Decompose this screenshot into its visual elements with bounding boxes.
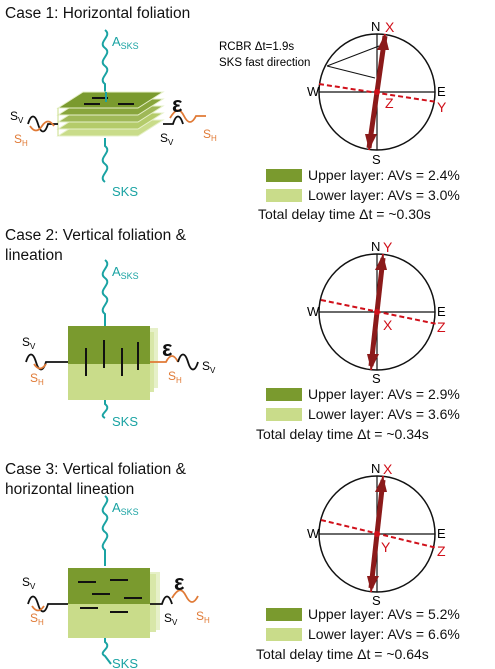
sh-wave-left xyxy=(31,605,45,612)
compass-w: W xyxy=(307,304,320,319)
sv-wave-right xyxy=(150,595,173,605)
sv-label-left: SV xyxy=(10,109,24,125)
lower-layer-text: Lower layer: AVs = 3.6% xyxy=(308,406,460,422)
sks-wave-top xyxy=(101,495,109,566)
lower-layer-swatch xyxy=(266,628,302,641)
sv-label-right: SV xyxy=(164,611,178,627)
sv-label-left: SV xyxy=(22,335,36,351)
case3-title-line2: horizontal lineation xyxy=(5,481,135,498)
case2-total-delay: Total delay time Δt = ~0.34s xyxy=(256,426,429,442)
sh-label-left: SH xyxy=(30,371,44,387)
compass-w: W xyxy=(307,526,320,541)
sv-wave-left xyxy=(27,595,68,613)
sv-wave-left xyxy=(27,115,58,133)
sks-top-label: ASKS xyxy=(112,264,139,281)
sv-label-right: SV xyxy=(202,359,216,375)
compass-s: S xyxy=(372,371,381,384)
case3-stereonet: N X W E Z Y S xyxy=(307,461,446,606)
case2-stereonet: N Y W E Z X S xyxy=(307,239,446,384)
legend-upper-layer: Upper layer: AVs = 5.2% xyxy=(266,606,460,623)
sks-wave-bottom xyxy=(101,638,112,665)
upper-layer-text: Upper layer: AVs = 2.4% xyxy=(308,167,460,183)
sv-wave-right xyxy=(163,115,184,125)
axis-side-label: Z xyxy=(437,543,446,559)
case3-total-delay: Total delay time Δt = ~0.64s xyxy=(256,646,429,662)
sks-bottom-label: SKS xyxy=(112,184,138,199)
upper-layer-text: Upper layer: AVs = 2.9% xyxy=(308,386,460,402)
sh-label-right: SH xyxy=(196,609,210,625)
legend-upper-layer: Upper layer: AVs = 2.4% xyxy=(266,167,460,184)
compass-s: S xyxy=(372,593,381,606)
sv-wave-left xyxy=(25,353,68,371)
sks-wave-top xyxy=(101,29,109,98)
compass-n: N xyxy=(371,19,380,34)
axis-center-label: Z xyxy=(385,95,394,111)
lower-layer-swatch xyxy=(266,189,302,202)
compass-e: E xyxy=(437,84,446,99)
sv-label-right: SV xyxy=(160,131,174,147)
sks-wave-bottom xyxy=(101,400,109,419)
sks-wave-top xyxy=(101,259,109,326)
sv-label-left: SV xyxy=(22,575,36,591)
upper-layer-text: Upper layer: AVs = 5.2% xyxy=(308,606,460,622)
case1-total-delay: Total delay time Δt = ~0.30s xyxy=(258,206,431,222)
sh-label-right: SH xyxy=(203,127,217,143)
legend-lower-layer: Lower layer: AVs = 3.0% xyxy=(266,187,460,204)
case3-legend: Upper layer: AVs = 5.2% Lower layer: AVs… xyxy=(266,606,460,643)
legend-upper-layer: Upper layer: AVs = 2.9% xyxy=(266,386,460,403)
sks-bottom-label: SKS xyxy=(112,656,138,669)
case3-title-line1: Case 3: Vertical foliation & xyxy=(5,461,186,478)
case1-stereonet: RCBR Δt=1.9s SKS fast direction N X W E … xyxy=(219,19,447,164)
case2-title-line1: Case 2: Vertical foliation & xyxy=(5,227,186,244)
lower-layer-text: Lower layer: AVs = 3.0% xyxy=(308,187,460,203)
sh-label-right: SH xyxy=(168,369,182,385)
case2-title-line2: lineation xyxy=(5,247,63,264)
upper-layer-swatch xyxy=(266,169,302,182)
compass-n: N xyxy=(371,239,380,254)
case3-title: Case 3: Vertical foliation & horizontal … xyxy=(5,460,186,500)
sv-wave-right xyxy=(177,353,199,371)
axis-top-label: Y xyxy=(383,239,393,255)
axis-side-label: Y xyxy=(437,99,447,115)
case3-block-diagram: ASKS SKS SV SH ε SV SH xyxy=(22,495,210,669)
axis-top-label: X xyxy=(383,461,393,477)
lower-layer-swatch xyxy=(266,408,302,421)
case2-title: Case 2: Vertical foliation & lineation xyxy=(5,226,186,266)
compass-w: W xyxy=(307,84,320,99)
legend-lower-layer: Lower layer: AVs = 6.6% xyxy=(266,626,460,643)
axis-center-label: X xyxy=(383,317,393,333)
axis-center-label: Y xyxy=(381,539,391,555)
case2-block-diagram: ASKS SKS SV SH ε SH SV xyxy=(22,259,216,429)
axis-side-label: Z xyxy=(437,319,446,335)
sh-label-left: SH xyxy=(30,611,44,627)
case1-legend: Upper layer: AVs = 2.4% Lower layer: AVs… xyxy=(266,167,460,204)
compass-n: N xyxy=(371,461,380,476)
epsilon-symbol: ε xyxy=(174,570,185,595)
sh-wave-right xyxy=(150,355,179,363)
case1-title: Case 1: Horizontal foliation xyxy=(5,5,191,22)
compass-s: S xyxy=(372,152,381,164)
axis-top-label: X xyxy=(385,19,395,35)
case1-block-diagram: ASKS SKS SV SH ε SV SH xyxy=(10,29,217,199)
sh-wave-right xyxy=(169,109,206,123)
epsilon-symbol: ε xyxy=(172,92,183,117)
compass-e: E xyxy=(437,526,446,541)
sh-wave-left xyxy=(33,363,47,370)
sh-wave-left xyxy=(29,120,55,132)
epsilon-symbol: ε xyxy=(162,336,173,361)
legend-lower-layer: Lower layer: AVs = 3.6% xyxy=(266,406,460,423)
annotation-sks-fast: SKS fast direction xyxy=(219,57,310,69)
upper-layer-swatch xyxy=(266,608,302,621)
sks-bottom-label: SKS xyxy=(112,414,138,429)
lower-layer-text: Lower layer: AVs = 6.6% xyxy=(308,626,460,642)
sks-top-label: ASKS xyxy=(112,500,139,517)
sh-wave-right xyxy=(171,589,199,603)
case2-legend: Upper layer: AVs = 2.9% Lower layer: AVs… xyxy=(266,386,460,423)
compass-e: E xyxy=(437,304,446,319)
sh-label-left: SH xyxy=(14,132,28,148)
sks-wave-bottom xyxy=(101,138,109,183)
annotation-rcbr: RCBR Δt=1.9s xyxy=(219,41,294,53)
sks-top-label: ASKS xyxy=(112,34,139,51)
upper-layer-swatch xyxy=(266,388,302,401)
